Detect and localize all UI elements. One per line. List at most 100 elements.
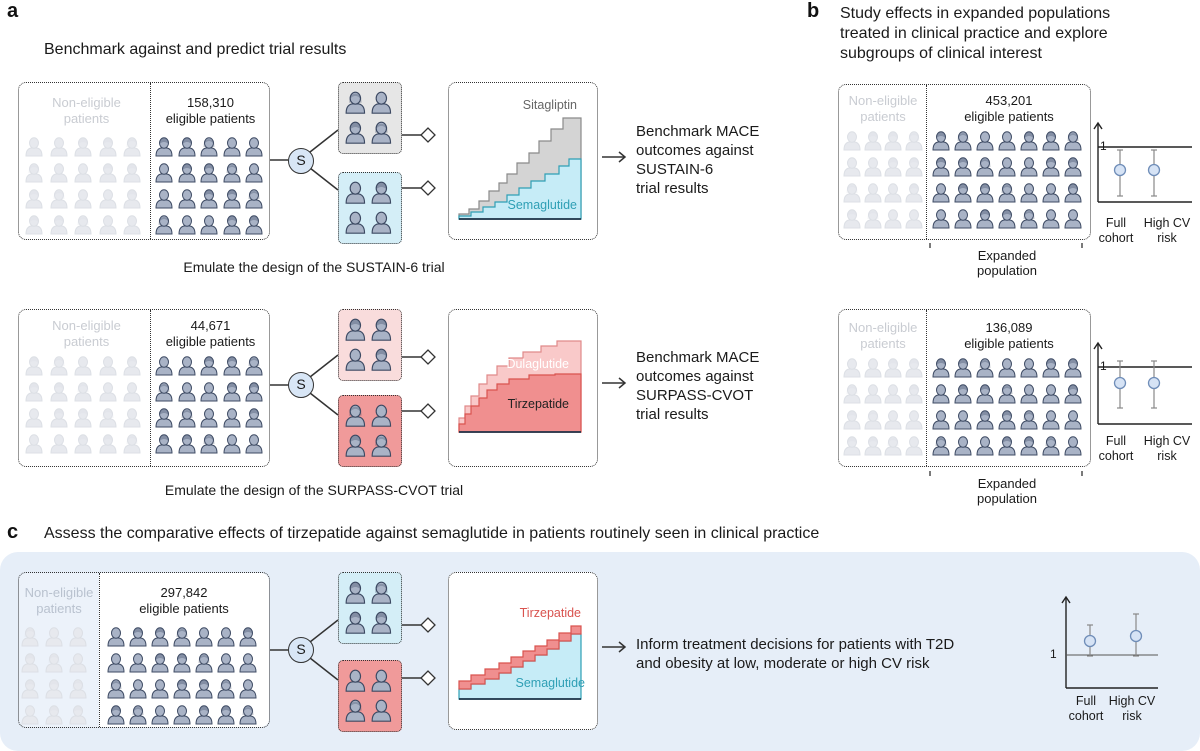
- person-icon-cell: [954, 155, 972, 182]
- person-icon: [245, 382, 263, 402]
- reference-line-label: 1: [1100, 139, 1107, 153]
- person-icon-cell: [69, 703, 87, 730]
- person-icon-cell: [222, 135, 241, 162]
- person-icon: [932, 157, 950, 177]
- person-icon-cell: [195, 625, 213, 652]
- person-icon: [976, 384, 994, 404]
- person-icon: [98, 215, 117, 235]
- person-icon-cell: [904, 155, 923, 182]
- person-icon: [69, 627, 87, 647]
- person-icon: [345, 318, 366, 341]
- person-icon-cell: [1020, 356, 1038, 383]
- person-icon: [25, 408, 43, 428]
- person-icon-cell: [1020, 434, 1038, 461]
- person-icon-cell: [976, 434, 994, 461]
- person-icon-cell: [69, 677, 87, 704]
- person-icon: [1064, 209, 1082, 229]
- person-icon-cell: [345, 179, 366, 209]
- person-icon: [222, 163, 241, 183]
- person-icon: [371, 434, 392, 457]
- person-icon: [954, 358, 972, 378]
- person-icon-cell: [345, 432, 366, 462]
- person-icon: [1042, 209, 1060, 229]
- person-icon: [173, 627, 191, 647]
- person-icon-cell: [954, 181, 972, 208]
- person-icon: [98, 434, 117, 454]
- person-icon: [932, 209, 950, 229]
- person-icon: [200, 382, 218, 402]
- person-icon-cell: [345, 119, 366, 149]
- km-curve-box: Dulaglutide Tirzepatide: [448, 309, 598, 467]
- person-icon: [954, 131, 972, 151]
- person-icon: [884, 157, 902, 177]
- person-icon: [155, 137, 173, 157]
- point-estimate: [1147, 376, 1161, 390]
- person-icon-cell: [25, 187, 43, 214]
- person-icon: [345, 91, 366, 114]
- person-icon-cell: [49, 406, 68, 433]
- person-icon-cell: [884, 434, 902, 461]
- person-icon-cell: [954, 382, 972, 409]
- person-icon-cell: [200, 354, 218, 381]
- person-icon: [843, 358, 861, 378]
- person-icon-cell: [200, 213, 218, 240]
- person-icon-cell: [123, 161, 141, 188]
- person-icon-cell: [21, 625, 39, 652]
- person-icon-cell: [1064, 155, 1082, 182]
- person-icon-cell: [123, 354, 141, 381]
- person-icon: [976, 131, 994, 151]
- person-icon: [49, 434, 68, 454]
- person-icon: [173, 653, 191, 673]
- person-icon-cell: [932, 181, 950, 208]
- person-icon: [904, 183, 923, 203]
- person-icon-cell: [49, 380, 68, 407]
- person-icon: [74, 189, 92, 209]
- person-icon: [74, 137, 92, 157]
- person-icon: [98, 189, 117, 209]
- series-label-semaglutide: Semaglutide: [516, 676, 586, 690]
- person-icon: [200, 434, 218, 454]
- person-icon-cell: [976, 155, 994, 182]
- person-icon: [371, 211, 392, 234]
- person-icon: [239, 627, 257, 647]
- person-icon-cell: [371, 579, 392, 609]
- person-icon: [843, 384, 861, 404]
- person-icon-cell: [904, 356, 923, 383]
- person-icon-cell: [1020, 129, 1038, 156]
- person-icon: [863, 384, 882, 404]
- panel-b-heading-line: treated in clinical practice and explore: [840, 25, 1108, 42]
- km-curve-box: Sitagliptin Semaglutide: [448, 82, 598, 240]
- person-icon: [245, 189, 263, 209]
- person-icon-cell: [217, 625, 235, 652]
- person-icon: [371, 91, 392, 114]
- person-icon-cell: [371, 89, 392, 119]
- panel-c-heading: Assess the comparative effects of tirzep…: [44, 525, 820, 542]
- tirzepatide-band: [458, 625, 582, 690]
- person-icon: [123, 137, 141, 157]
- person-icon: [173, 705, 191, 725]
- person-icon-cell: [151, 703, 169, 730]
- panel-b-heading-line: subgroups of clinical interest: [840, 45, 1042, 62]
- cumulative-incidence-curves: Dulaglutide Tirzepatide: [458, 340, 582, 433]
- eligibility-divider: [99, 573, 100, 727]
- person-icon: [976, 358, 994, 378]
- person-icon-cell: [129, 625, 147, 652]
- person-icon: [932, 436, 950, 456]
- y-axis-arrow-icon: [1093, 121, 1103, 130]
- person-icon: [222, 189, 241, 209]
- person-icon-cell: [345, 667, 366, 697]
- person-icon-cell: [371, 346, 392, 376]
- person-icon: [863, 436, 882, 456]
- person-icon-cell: [884, 356, 902, 383]
- person-icon: [1020, 384, 1038, 404]
- person-icon: [1042, 384, 1060, 404]
- person-icon-cell: [69, 625, 87, 652]
- person-icon: [1020, 436, 1038, 456]
- panel-b-heading-line: Study effects in expanded populations: [840, 5, 1111, 22]
- person-icon: [177, 382, 196, 402]
- person-icon-cell: [98, 213, 117, 240]
